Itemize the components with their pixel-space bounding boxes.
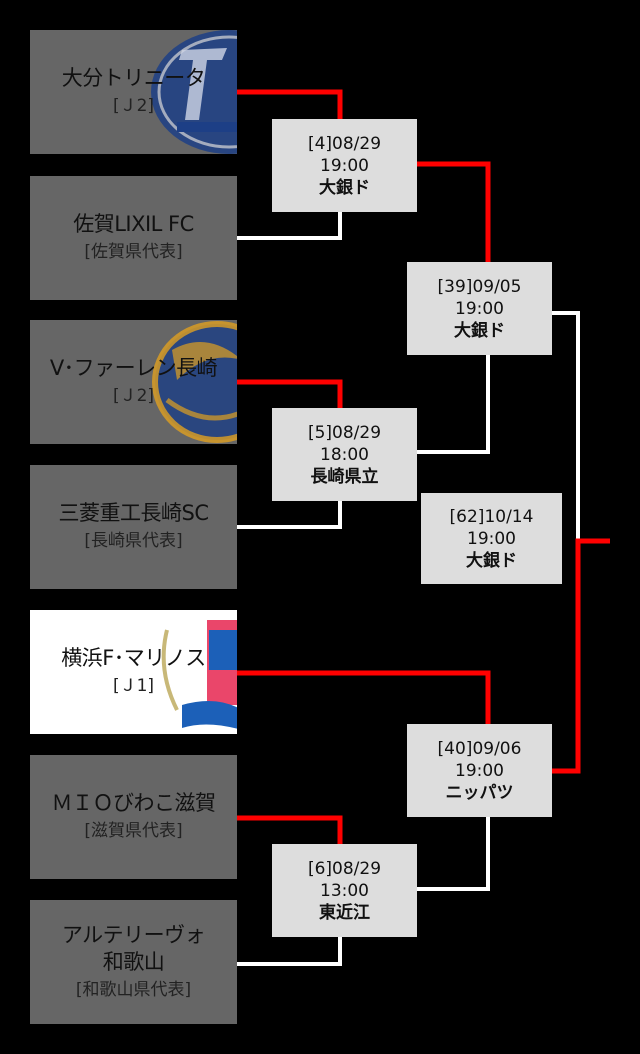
- match-time: 18:00: [320, 444, 369, 465]
- match-venue: 長崎県立: [310, 466, 379, 487]
- loser-line: [552, 311, 580, 541]
- team-slot-oita[interactable]: 大分トリニータ [Ｊ2]: [30, 30, 237, 154]
- match-box-40[interactable]: [40]09/06 19:00 ニッパツ: [407, 724, 552, 817]
- team-league: [長崎県代表]: [84, 531, 183, 551]
- match-venue: ニッパツ: [445, 782, 514, 803]
- winner-line: [237, 815, 343, 845]
- team-league: [滋賀県代表]: [84, 821, 183, 841]
- team-league: [和歌山県代表]: [75, 979, 192, 1000]
- loser-line: [237, 212, 342, 240]
- team-name: 三菱重工長崎SC: [58, 501, 210, 525]
- team-league: [佐賀県代表]: [84, 242, 183, 262]
- team-slot-mitsubishi[interactable]: 三菱重工長崎SC [長崎県代表]: [30, 465, 237, 589]
- winner-line: [417, 161, 491, 263]
- match-number-date: [5]08/29: [307, 422, 382, 443]
- match-number-date: [4]08/29: [307, 133, 382, 154]
- match-box-62[interactable]: [62]10/14 19:00 大銀ド: [421, 493, 562, 584]
- match-venue: 大銀ド: [454, 320, 505, 341]
- match-time: 19:00: [455, 298, 504, 319]
- team-league: [Ｊ2]: [112, 96, 155, 116]
- match-number-date: [40]09/06: [437, 738, 522, 759]
- team-slot-nagasaki[interactable]: V･ファーレン長崎 [Ｊ2]: [30, 320, 237, 444]
- winner-line: [237, 670, 491, 725]
- winner-line: [237, 379, 343, 408]
- team-name: V･ファーレン長崎: [49, 356, 218, 380]
- marinos-crest-icon: [161, 620, 237, 729]
- v-varen-crest-icon: [152, 321, 237, 443]
- match-box-4[interactable]: [4]08/29 19:00 大銀ド: [272, 119, 417, 212]
- match-time: 19:00: [455, 760, 504, 781]
- match-time: 13:00: [320, 880, 369, 901]
- winner-line: [237, 89, 343, 120]
- loser-line: [237, 937, 342, 966]
- team-slot-saga[interactable]: 佐賀LIXIL FC [佐賀県代表]: [30, 176, 237, 300]
- team-league: [Ｊ2]: [112, 386, 155, 406]
- match-box-39[interactable]: [39]09/05 19:00 大銀ド: [407, 262, 552, 355]
- loser-line: [417, 817, 490, 891]
- match-venue: 大銀ド: [319, 177, 370, 198]
- winner-line: [552, 538, 610, 774]
- team-name: 大分トリニータ: [61, 66, 206, 90]
- team-slot-wakayama[interactable]: アルテリーヴォ 和歌山 [和歌山県代表]: [30, 900, 237, 1024]
- team-name: ＭＩＯびわこ滋賀: [51, 791, 217, 815]
- match-box-5[interactable]: [5]08/29 18:00 長崎県立: [272, 408, 417, 501]
- match-venue: 大銀ド: [466, 550, 517, 571]
- loser-line: [237, 501, 342, 529]
- team-league: [Ｊ1]: [112, 676, 155, 696]
- match-box-6[interactable]: [6]08/29 13:00 東近江: [272, 844, 417, 937]
- match-venue: 東近江: [319, 902, 370, 923]
- team-name: 横浜F･マリノス: [61, 646, 206, 670]
- match-number-date: [39]09/05: [437, 276, 522, 297]
- team-slot-mio-biwako[interactable]: ＭＩＯびわこ滋賀 [滋賀県代表]: [30, 755, 237, 879]
- match-time: 19:00: [467, 528, 516, 549]
- match-time: 19:00: [320, 155, 369, 176]
- match-number-date: [62]10/14: [449, 506, 534, 527]
- match-number-date: [6]08/29: [307, 858, 382, 879]
- loser-line: [417, 354, 490, 454]
- trinita-crest-icon: [151, 30, 237, 154]
- team-name: アルテリーヴォ 和歌山: [61, 922, 206, 974]
- team-name: 佐賀LIXIL FC: [73, 212, 194, 236]
- team-slot-marinos[interactable]: 横浜F･マリノス [Ｊ1]: [30, 610, 237, 734]
